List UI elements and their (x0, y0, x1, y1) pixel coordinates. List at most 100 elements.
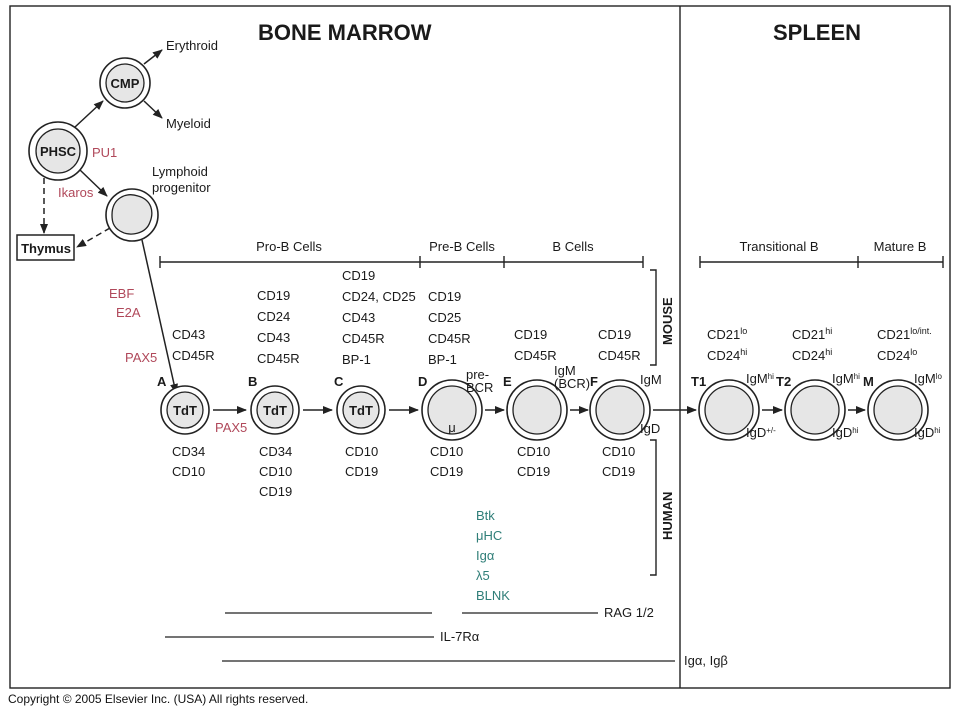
svg-text:CD34: CD34 (259, 444, 292, 459)
progenitor-label: progenitor (152, 180, 211, 195)
svg-text:CD24hi: CD24hi (792, 347, 832, 363)
pu1-label: PU1 (92, 145, 117, 160)
svg-text:CD21lo: CD21lo (707, 326, 747, 342)
human-markers-c: CD10 CD19 (345, 444, 378, 479)
arrow-phsc-lymphoid (79, 169, 108, 197)
cell-a: A TdT (157, 374, 210, 435)
cell-f: F IgM IgD (589, 372, 662, 441)
svg-text:CD19: CD19 (602, 464, 635, 479)
svg-text:TdT: TdT (349, 403, 373, 418)
svg-text:T1: T1 (691, 374, 706, 389)
svg-text:(BCR): (BCR) (554, 376, 590, 391)
ig-expression-bar: Igα, Igβ (222, 653, 728, 668)
e2a-label: E2A (116, 305, 141, 320)
svg-text:C: C (334, 374, 344, 389)
svg-text:CD19: CD19 (257, 288, 290, 303)
svg-text:CD43: CD43 (342, 310, 375, 325)
svg-text:CD45R: CD45R (598, 348, 641, 363)
arrow-phsc-cmp (74, 100, 104, 128)
svg-text:μHC: μHC (476, 528, 502, 543)
arrow-lymphoid-thymus (76, 227, 111, 248)
svg-text:A: A (157, 374, 167, 389)
arrow-cmp-erythroid (143, 49, 163, 65)
svg-text:T2: T2 (776, 374, 791, 389)
svg-text:CD10: CD10 (345, 444, 378, 459)
svg-text:CD45R: CD45R (172, 348, 215, 363)
svg-text:M: M (863, 374, 874, 389)
pre-b-label: Pre-B Cells (429, 239, 495, 254)
svg-text:IgM: IgM (640, 372, 662, 387)
cell-d: D μ pre- BCR (418, 367, 493, 441)
svg-text:BCR: BCR (466, 380, 493, 395)
human-markers-f: CD10 CD19 (602, 444, 635, 479)
b-cell-development-diagram: BONE MARROW SPLEEN CMP PHSC Thymus Eryth… (9, 5, 951, 689)
mouse-markers-t2: CD21hi CD24hi (792, 326, 832, 363)
human-markers-a: CD34 CD10 (172, 444, 205, 479)
lymphoid-progenitor-cell (105, 188, 159, 242)
mouse-label: MOUSE (660, 297, 675, 345)
svg-text:pre-: pre- (466, 367, 489, 382)
copyright-notice: Copyright © 2005 Elsevier Inc. (USA) All… (8, 692, 309, 706)
arrow-lymphoid-a (141, 239, 178, 394)
svg-text:CD21lo/int.: CD21lo/int. (877, 326, 932, 342)
mouse-markers-e: CD19 CD45R (514, 327, 557, 363)
svg-text:CD19: CD19 (430, 464, 463, 479)
svg-text:CD19: CD19 (342, 268, 375, 283)
spleen-header: SPLEEN (773, 20, 861, 45)
svg-text:CD43: CD43 (257, 330, 290, 345)
svg-text:TdT: TdT (263, 403, 287, 418)
svg-text:CD25: CD25 (428, 310, 461, 325)
rag-expression-bar: RAG 1/2 (225, 605, 654, 620)
svg-text:IgD+/-: IgD+/- (746, 425, 776, 440)
b-cells-label: B Cells (552, 239, 594, 254)
pax5-arrow-label: PAX5 (215, 420, 247, 435)
svg-text:CD24: CD24 (257, 309, 290, 324)
svg-text:BP-1: BP-1 (428, 352, 457, 367)
arrow-cmp-myeloid (143, 100, 163, 119)
svg-text:CD45R: CD45R (428, 331, 471, 346)
svg-text:IgMlo: IgMlo (914, 371, 942, 386)
svg-text:CD10: CD10 (602, 444, 635, 459)
svg-text:F: F (590, 374, 598, 389)
svg-text:CD45R: CD45R (342, 331, 385, 346)
svg-text:CD45R: CD45R (257, 351, 300, 366)
human-markers-e: CD10 CD19 (517, 444, 550, 479)
svg-text:PHSC: PHSC (40, 144, 77, 159)
svg-text:BP-1: BP-1 (342, 352, 371, 367)
svg-text:CD10: CD10 (430, 444, 463, 459)
svg-text:TdT: TdT (173, 403, 197, 418)
species-brackets (650, 269, 657, 576)
mature-b-label: Mature B (874, 239, 927, 254)
svg-text:IgMhi: IgMhi (832, 371, 860, 386)
svg-text:Thymus: Thymus (21, 241, 71, 256)
cell-b: B TdT (248, 374, 300, 435)
svg-text:CD34: CD34 (172, 444, 205, 459)
mouse-markers-c: CD19 CD24, CD25 CD43 CD45R BP-1 (342, 268, 416, 367)
cell-c: C TdT (334, 374, 386, 435)
human-markers-b: CD34 CD10 CD19 (259, 444, 292, 499)
svg-text:CD21hi: CD21hi (792, 326, 832, 342)
transitional-b-label: Transitional B (740, 239, 819, 254)
bone-marrow-header: BONE MARROW (258, 20, 432, 45)
svg-text:CD45R: CD45R (514, 348, 557, 363)
human-markers-d: CD10 CD19 (430, 444, 463, 479)
svg-text:B: B (248, 374, 257, 389)
ebf-label: EBF (109, 286, 134, 301)
lymphoid-label: Lymphoid (152, 164, 208, 179)
svg-text:BLNK: BLNK (476, 588, 510, 603)
svg-text:CD24hi: CD24hi (707, 347, 747, 363)
svg-text:CD19: CD19 (514, 327, 547, 342)
svg-text:μ: μ (448, 420, 456, 435)
pax5-label: PAX5 (125, 350, 157, 365)
gene-list: Btk μHC Igα λ5 BLNK (476, 508, 510, 603)
svg-text:CD10: CD10 (517, 444, 550, 459)
svg-text:CD19: CD19 (428, 289, 461, 304)
pro-b-label: Pro-B Cells (256, 239, 322, 254)
svg-text:CD19: CD19 (345, 464, 378, 479)
svg-text:CD24, CD25: CD24, CD25 (342, 289, 416, 304)
erythroid-label: Erythroid (166, 38, 218, 53)
svg-text:Igα, Igβ: Igα, Igβ (684, 653, 728, 668)
svg-text:CMP: CMP (111, 76, 140, 91)
svg-text:Igα: Igα (476, 548, 495, 563)
svg-text:IgDhi: IgDhi (914, 425, 941, 440)
